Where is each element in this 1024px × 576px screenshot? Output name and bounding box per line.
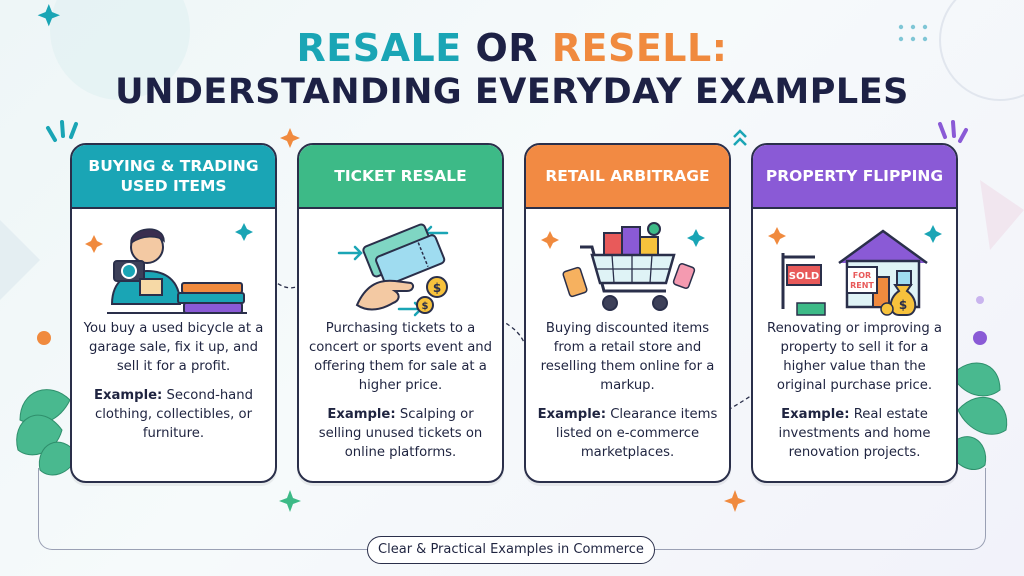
card-example: Example: Real estate investments and hom… — [753, 395, 956, 462]
example-text: Real estate investments and home renovat… — [778, 407, 931, 460]
example-label: Example: — [93, 388, 163, 403]
card-ticket-resale: TICKET RESALE $ $ Purchasing tickets to … — [297, 143, 504, 483]
footer-caption: Clear & Practical Examples in Commerce — [367, 536, 655, 564]
svg-text:$: $ — [422, 301, 429, 312]
example-text: Scalping or selling unused tickets on on… — [318, 407, 483, 460]
example-label: Example: — [537, 407, 606, 422]
example-text: Clearance items listed on e-commerce mar… — [555, 407, 718, 460]
camera-person-books-icon — [72, 209, 275, 319]
card-property-flipping: PROPERTY FLIPPING SOLD FOR RENT $ Renov — [751, 143, 958, 483]
card-retail-arbitrage: RETAIL ARBITRAGE Buying dis — [524, 143, 731, 483]
shopping-cart-icon — [526, 209, 729, 319]
page-title: RESALE OR RESELL: UNDERSTANDING EVERYDAY… — [0, 26, 1024, 114]
house-sold-sign-icon: SOLD FOR RENT $ — [753, 209, 956, 319]
card-buying-trading: BUYING & TRADING USED ITEMS You buy a us… — [70, 143, 277, 483]
card-example: Example: Clearance items listed on e-com… — [526, 395, 729, 462]
card-heading: BUYING & TRADING USED ITEMS — [72, 145, 275, 209]
card-example: Example: Scalping or selling unused tick… — [299, 395, 502, 462]
card-heading: RETAIL ARBITRAGE — [526, 145, 729, 209]
card-heading: TICKET RESALE — [299, 145, 502, 209]
rent-sign-text-line2: RENT — [850, 281, 874, 290]
sold-sign-text: SOLD — [789, 271, 819, 282]
title-word-or: OR — [475, 26, 539, 70]
title-word-resell: RESELL: — [551, 26, 728, 70]
card-description: Purchasing tickets to a concert or sport… — [308, 321, 493, 393]
title-subline: UNDERSTANDING EVERYDAY EXAMPLES — [115, 72, 909, 112]
card-description: Buying discounted items from a retail st… — [540, 321, 715, 393]
card-description: Renovating or improving a property to se… — [767, 321, 942, 393]
example-text: Second-hand clothing, collectibles, or f… — [94, 388, 253, 441]
title-word-resale: RESALE — [296, 26, 462, 70]
example-label: Example: — [327, 407, 396, 422]
rent-sign-text-line1: FOR — [853, 271, 871, 280]
card-description: You buy a used bicycle at a garage sale,… — [83, 321, 264, 374]
svg-text:$: $ — [899, 298, 907, 312]
card-example: Example: Second-hand clothing, collectib… — [72, 376, 275, 443]
example-label: Example: — [781, 407, 850, 422]
ticket-hand-icon: $ $ — [299, 209, 502, 319]
card-heading: PROPERTY FLIPPING — [753, 145, 956, 209]
svg-text:$: $ — [433, 281, 441, 295]
